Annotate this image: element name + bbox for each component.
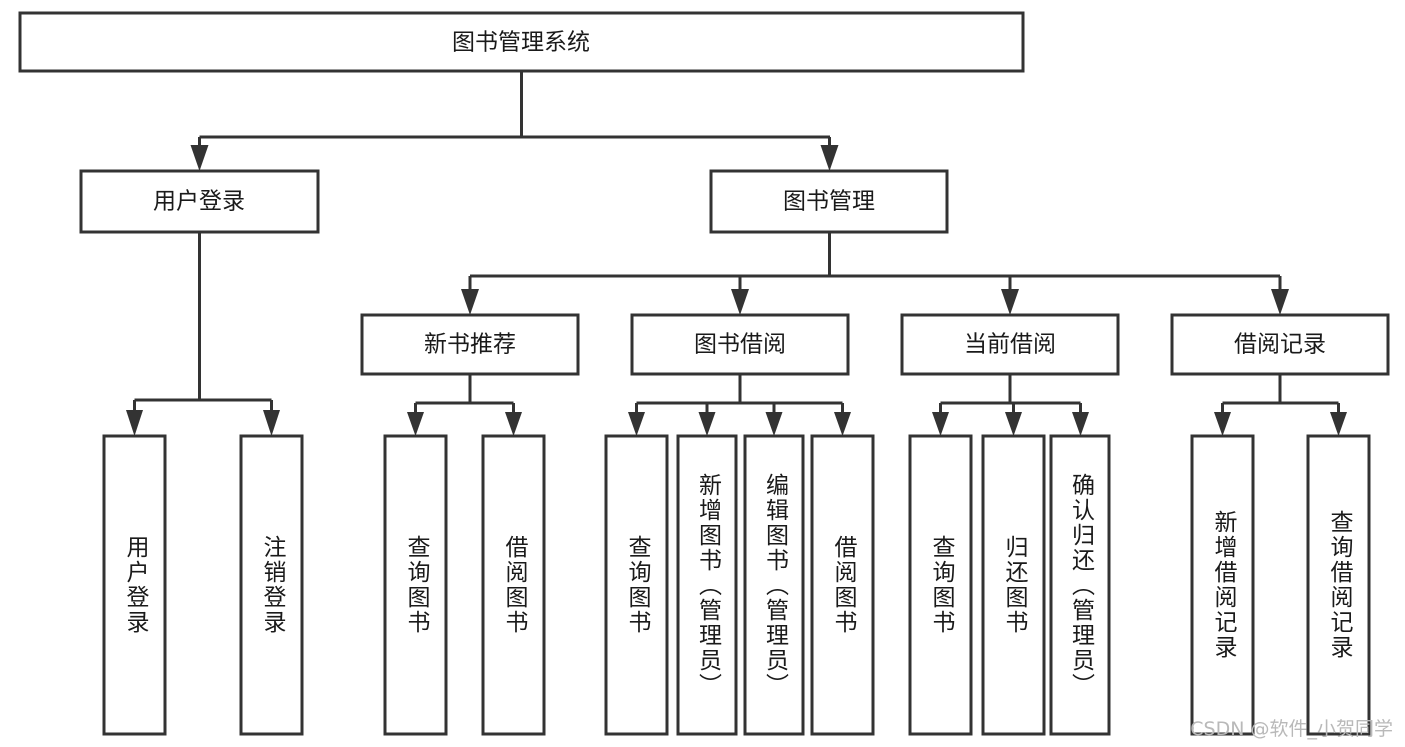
arrowhead-leaf-add-record — [1214, 412, 1231, 436]
node-root-label: 图书管理系统 — [452, 30, 590, 56]
node-leaf-user-login[interactable]: 用户登录 — [102, 434, 167, 736]
node-leaf-query-record-label: 查询借阅记录 — [1326, 510, 1352, 660]
node-leaf-user-login-box[interactable] — [102, 434, 167, 736]
node-leaf-user-logout-label: 注销登录 — [259, 535, 285, 635]
node-current-borrow-box[interactable] — [900, 313, 1120, 376]
node-leaf-borrow-book-1[interactable]: 借阅图书 — [481, 434, 546, 736]
node-leaf-query-book-1-box[interactable] — [383, 434, 448, 736]
leaf-nodes-layer: 用户登录 注销登录 查询图书 — [102, 434, 1371, 736]
node-leaf-edit-book-label: 编辑图书（管理员） — [761, 472, 788, 698]
arrowhead-book-borrow — [731, 289, 749, 315]
arrowhead-new-book-rec — [461, 289, 479, 315]
arrowhead-leaf-add-book — [698, 412, 716, 436]
node-leaf-return-book-label: 归还图书 — [1001, 535, 1027, 635]
node-leaf-query-book-1-label: 查询图书 — [403, 535, 429, 635]
arrowhead-leaf-query-record — [1330, 412, 1347, 436]
node-leaf-confirm-return-label: 确认归还（管理员） — [1067, 472, 1094, 698]
arrowhead-book-manage — [820, 145, 839, 171]
node-book-borrow-box[interactable] — [630, 313, 850, 376]
node-current-borrow[interactable]: 当前借阅 — [900, 313, 1120, 376]
node-leaf-add-book-label: 新增图书（管理员） — [694, 472, 721, 698]
node-leaf-query-book-2[interactable]: 查询图书 — [604, 434, 669, 736]
node-leaf-return-book-box[interactable] — [981, 434, 1046, 736]
arrowhead-leaf-borrow-book-1 — [505, 412, 522, 436]
node-leaf-query-book-1[interactable]: 查询图书 — [383, 434, 448, 736]
node-leaf-query-book-3-box[interactable] — [908, 434, 973, 736]
node-book-manage-label: 图书管理 — [783, 189, 875, 215]
node-leaf-edit-book-box[interactable] — [743, 434, 805, 736]
node-leaf-return-book[interactable]: 归还图书 — [981, 434, 1046, 736]
node-leaf-user-login-label: 用户登录 — [122, 535, 148, 635]
node-leaf-borrow-book-2-label: 借阅图书 — [830, 535, 856, 635]
arrowhead-leaf-query-book-3 — [932, 412, 949, 436]
node-borrow-record-label: 借阅记录 — [1234, 332, 1326, 358]
arrowhead-user-login — [190, 145, 209, 171]
arrowhead-leaf-query-book-2 — [628, 412, 645, 436]
node-book-borrow-label: 图书借阅 — [694, 332, 786, 358]
node-leaf-add-book[interactable]: 新增图书（管理员） — [676, 434, 738, 736]
node-root-box[interactable] — [18, 11, 1025, 73]
arrowhead-leaf-query-book-1 — [407, 412, 424, 436]
arrowhead-leaf-user-login — [126, 410, 143, 436]
node-book-manage[interactable]: 图书管理 — [709, 169, 949, 234]
arrowhead-leaf-return-book — [1005, 412, 1022, 436]
node-new-book-rec-box[interactable] — [360, 313, 580, 376]
node-new-book-rec[interactable]: 新书推荐 — [360, 313, 580, 376]
node-leaf-add-record-label: 新增借阅记录 — [1210, 510, 1236, 660]
node-leaf-user-logout-box[interactable] — [239, 434, 304, 736]
node-root[interactable]: 图书管理系统 — [18, 11, 1025, 73]
arrowhead-leaf-confirm-return — [1072, 412, 1089, 436]
node-leaf-query-book-3[interactable]: 查询图书 — [908, 434, 973, 736]
arrowhead-borrow-record — [1271, 289, 1289, 315]
node-borrow-record[interactable]: 借阅记录 — [1170, 313, 1390, 376]
node-leaf-confirm-return[interactable]: 确认归还（管理员） — [1049, 434, 1111, 736]
node-leaf-query-record-box[interactable] — [1306, 434, 1371, 736]
node-user-login-box[interactable] — [79, 169, 320, 234]
arrowhead-leaf-user-logout — [263, 410, 280, 436]
node-leaf-edit-book[interactable]: 编辑图书（管理员） — [743, 434, 805, 736]
node-leaf-query-book-2-label: 查询图书 — [624, 535, 650, 635]
node-leaf-borrow-book-2-box[interactable] — [810, 434, 875, 736]
node-user-login[interactable]: 用户登录 — [79, 169, 320, 234]
node-leaf-query-book-2-box[interactable] — [604, 434, 669, 736]
node-leaf-add-book-box[interactable] — [676, 434, 738, 736]
node-leaf-borrow-book-1-label: 借阅图书 — [501, 535, 527, 635]
node-book-borrow[interactable]: 图书借阅 — [630, 313, 850, 376]
connectors-layer — [126, 71, 1347, 436]
node-leaf-query-book-3-label: 查询图书 — [928, 535, 954, 635]
node-leaf-borrow-book-2[interactable]: 借阅图书 — [810, 434, 875, 736]
node-borrow-record-box[interactable] — [1170, 313, 1390, 376]
node-leaf-query-record[interactable]: 查询借阅记录 — [1306, 434, 1371, 736]
node-user-login-label: 用户登录 — [153, 189, 245, 215]
node-leaf-add-record-box[interactable] — [1190, 434, 1255, 736]
node-leaf-borrow-book-1-box[interactable] — [481, 434, 546, 736]
node-current-borrow-label: 当前借阅 — [964, 332, 1056, 358]
node-leaf-confirm-return-box[interactable] — [1049, 434, 1111, 736]
arrowhead-leaf-borrow-book-2 — [834, 412, 851, 436]
node-leaf-add-record[interactable]: 新增借阅记录 — [1190, 434, 1255, 736]
node-book-manage-box[interactable] — [709, 169, 949, 234]
node-new-book-rec-label: 新书推荐 — [424, 332, 516, 358]
node-leaf-user-logout[interactable]: 注销登录 — [239, 434, 304, 736]
arrowhead-current-borrow — [1001, 289, 1019, 315]
arrowhead-leaf-edit-book — [765, 412, 783, 436]
